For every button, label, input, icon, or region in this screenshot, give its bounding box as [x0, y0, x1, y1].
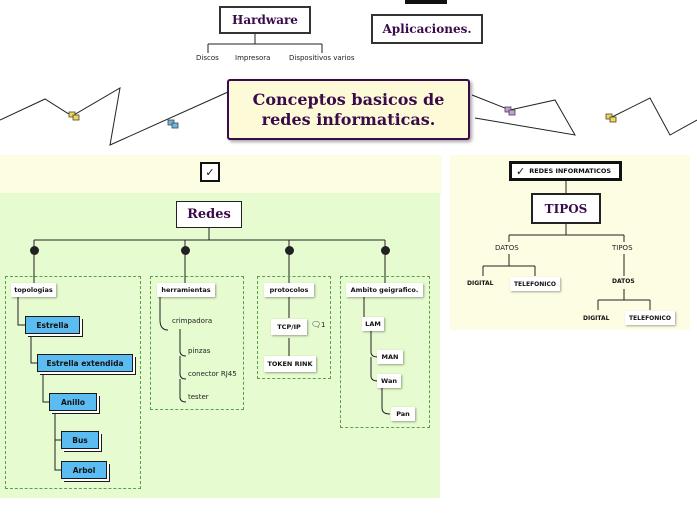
tool-conector[interactable]: conector RJ45 [188, 370, 237, 378]
datos-branch-label[interactable]: DATOS [495, 244, 519, 252]
protocolos-label[interactable]: protocolos [264, 283, 314, 297]
tipos-branch-label[interactable]: TIPOS [612, 244, 633, 252]
ambito-label[interactable]: Ambito geigrafico. [346, 283, 423, 297]
branch-dot-topologias [30, 246, 39, 255]
topologias-label[interactable]: topologias [11, 283, 56, 297]
comment-count: 1 [321, 321, 326, 329]
tipos-node[interactable]: TIPOS [531, 193, 601, 224]
topology-arbol[interactable]: Arbol [61, 461, 107, 479]
right-checkbox-node[interactable]: ✓ REDES INFORMATICOS [509, 161, 622, 181]
ambito-lam[interactable]: LAM [362, 317, 384, 331]
datos-telefonico[interactable]: TELEFONICO [510, 277, 560, 291]
branch-dot-herramientas [181, 246, 190, 255]
ambito-pan[interactable]: Pan [391, 407, 415, 421]
herramientas-group [150, 276, 244, 410]
top-cut-box [405, 0, 447, 4]
topologias-group [5, 276, 141, 489]
tipos-digital[interactable]: DIGITAL [583, 315, 610, 322]
herramientas-label[interactable]: herramientas [157, 283, 215, 297]
protocol-tcp-ip[interactable]: TCP/IP [271, 319, 307, 335]
redes-informaticos-label: REDES INFORMATICOS [529, 167, 612, 175]
datos-digital[interactable]: DIGITAL [467, 280, 494, 287]
left-panel-header [0, 155, 442, 195]
tipos-telefonico[interactable]: TELEFONICO [625, 311, 675, 325]
aplicaciones-node[interactable]: Aplicaciones. [371, 14, 483, 44]
branch-dot-ambito [381, 246, 390, 255]
redes-node[interactable]: Redes [176, 201, 242, 228]
comment-icon[interactable]: 🗨 [311, 320, 322, 329]
ambito-group [340, 276, 430, 428]
checkbox-mark: ✓ [516, 164, 526, 178]
tipos-datos[interactable]: DATOS [612, 278, 635, 285]
hardware-child-dispositivos[interactable]: Dispositivos varios [289, 54, 355, 62]
topology-bus[interactable]: Bus [61, 431, 99, 449]
topology-estrella[interactable]: Estrella [25, 316, 80, 334]
topology-anillo[interactable]: Anillo [49, 393, 97, 411]
topology-estrella-extendida[interactable]: Estrella extendida [37, 354, 133, 372]
tool-crimpadora[interactable]: crimpadora [172, 317, 213, 325]
protocolos-group [257, 276, 331, 379]
hardware-child-discos[interactable]: Discos [196, 54, 219, 62]
ambito-wan[interactable]: Wan [377, 374, 401, 388]
left-checkbox[interactable]: ✓ [200, 162, 220, 182]
tool-tester[interactable]: tester [188, 393, 209, 401]
ambito-man[interactable]: MAN [377, 350, 403, 364]
protocol-token-rink[interactable]: TOKEN RINK [264, 356, 316, 372]
branch-dot-protocolos [285, 246, 294, 255]
hardware-node[interactable]: Hardware [219, 6, 311, 34]
tool-pinzas[interactable]: pinzas [188, 347, 211, 355]
hardware-child-impresora[interactable]: Impresora [235, 54, 271, 62]
central-title[interactable]: Conceptos basicos de redes informaticas. [227, 79, 470, 140]
